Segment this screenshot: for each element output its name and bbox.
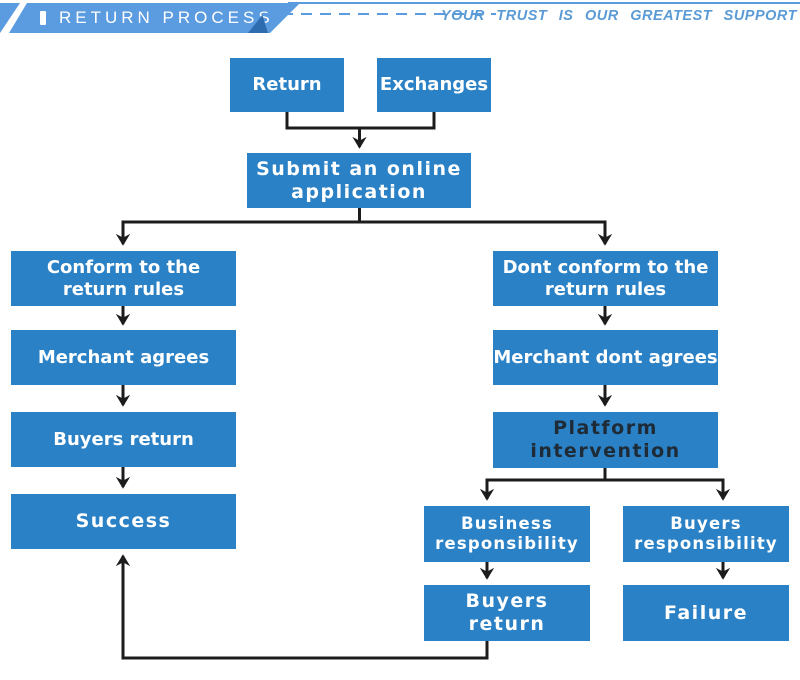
node-success: Success	[11, 494, 236, 549]
header-banner: RETURN PROCESS	[9, 3, 300, 33]
node-exchanges: Exchanges	[377, 58, 491, 112]
page-title: RETURN PROCESS	[59, 8, 274, 27]
node-buyers-responsibility: Buyers responsibility	[623, 506, 789, 562]
node-platform-intervention: Platform intervention	[493, 412, 718, 468]
node-failure: Failure	[623, 585, 789, 641]
node-return: Return	[230, 58, 344, 112]
header-dashed-line	[263, 13, 496, 15]
node-buyers-return-2: Buyers return	[424, 585, 590, 641]
node-buyers-return: Buyers return	[11, 412, 236, 467]
header-tagline: YOUR TRUST IS OUR GREATEST SUPPORT	[441, 8, 797, 24]
node-conform-rules: Conform to the return rules	[11, 251, 236, 306]
node-merchant-agrees: Merchant agrees	[11, 330, 236, 385]
banner-tick-icon	[40, 11, 46, 25]
node-merchant-dont-agree: Merchant dont agrees	[493, 330, 718, 385]
node-submit-application: Submit an online application	[247, 153, 471, 208]
node-business-responsibility: Business responsibility	[424, 506, 590, 562]
header-accent-line	[288, 2, 800, 4]
node-dont-conform-rules: Dont conform to the return rules	[493, 251, 718, 306]
